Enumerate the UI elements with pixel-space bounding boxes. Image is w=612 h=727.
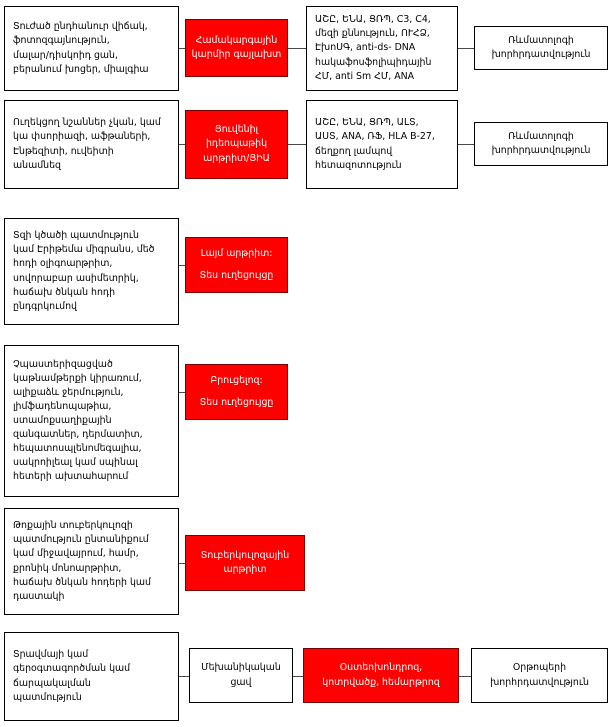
referral-text: Ռևմատոլոգի խորհրդատվություն [491,34,591,60]
findings-box-lyme: Տզի կծածի պատմություն կամ Էրիթեմա միգրան… [4,218,179,325]
findings-text: Ուղեկցող նշաններ չկան, կամ կա փսորիազի, … [13,117,161,171]
findings-text: Տրավմայի կամ գերօգտագործման կամ ճարպակալ… [13,649,131,703]
diagnosis-box-brucellosis: Բրուցելոզ: Տես ուղեցույցը [185,364,288,420]
findings-box-jia: Ուղեկցող նշաններ չկան, կամ կա փսորիազի, … [4,100,179,189]
connector-findings-to-diagnosis-brucellosis [179,392,185,393]
connector-diagnosis-to-workup-jia [288,144,306,145]
referral-text: Ռևմատոլոգի խորհրդատվություն [491,130,591,156]
diagnosis-box-lyme: Լայմ արթրիտ: Տես ուղեցույցը [185,237,288,293]
referral-box-jia: Ռևմատոլոգի խորհրդատվություն [474,122,608,166]
diagnosis-text: Մեխանիկական ցավ [201,662,281,688]
referral-text: Օրթոպերի խորհրդատվություն [490,662,589,688]
connector-workup-to-referral-sle [458,48,474,49]
findings-text: Չպաստերիզացված կաթնամթերքի կիրառում, ալի… [13,358,143,483]
diagnosis-box-tuberculosis: Տուբերկուլոզային արթրիտ [185,535,305,591]
findings-box-tuberculosis: Թոքային տուբերկուլոզի պատմություն ընտանի… [4,508,179,615]
referral-box-sle: Ռևմատոլոգի խորհրդատվություն [474,26,608,70]
diagnosis-text: Տուբերկուլոզային արթրիտ [200,549,290,575]
diagnosis-text: Լայմ արթրիտ: Տես ուղեցույցը [199,248,274,281]
workup-text: ԱՇԸ, ԵՆԱ, ՑՌՊ, ԱԼՏ, ԱՍՏ, ANA, ՌՖ, HLA B-… [315,117,435,171]
diagnosis-box-jia: Յուվենիլ իդեոպաթիկ արթրիտ/ՅԻԱ [185,110,288,179]
findings-text: Տզի կծածի պատմություն կամ Էրիթեմա միգրան… [13,230,155,312]
diagnosis-text: Համակարգային կարմիր գայլախտ [191,34,282,60]
connector-findings-to-diagnosis-mechanical [179,676,189,677]
diagnosis-box-mechanical: Մեխանիկական ցավ [189,648,293,703]
connector-findings-to-diagnosis-lyme [179,265,185,266]
findings-text: Թոքային տուբերկուլոզի պատմություն ընտանի… [13,520,151,602]
workup-box-jia: ԱՇԸ, ԵՆԱ, ՑՌՊ, ԱԼՏ, ԱՍՏ, ANA, ՌՖ, HLA B-… [306,100,458,189]
workup-text: ԱՇԸ, ԵՆԱ, ՑՌՊ, C3, C4, մեզի քննություն, … [315,14,432,82]
diagnosis-text: Բրուցելոզ: Տես ուղեցույցը [199,375,274,408]
findings-box-sle: Տուժած ընդհանուր վիճակ, ֆոտոզգայնություն… [4,6,179,91]
connector-diagnosis-to-workup-sle [288,48,306,49]
workup-box-sle: ԱՇԸ, ԵՆԱ, ՑՌՊ, C3, C4, մեզի քննություն, … [306,6,458,91]
findings-box-brucellosis: Չպաստերիզացված կաթնամթերքի կիրառում, ալի… [4,345,179,497]
workup-box-mechanical: Օստեոխոնդրոզ, կոտրվածք, հեմարթրոզ [303,648,459,703]
connector-findings-to-diagnosis-sle [179,48,185,49]
connector-diagnosis-to-workup-mechanical [293,676,303,677]
connector-workup-to-referral-mechanical [459,676,471,677]
referral-box-mechanical: Օրթոպերի խորհրդատվություն [471,648,608,703]
findings-text: Տուժած ընդհանուր վիճակ, ֆոտոզգայնություն… [13,21,149,75]
diagnosis-text: Յուվենիլ իդեոպաթիկ արթրիտ/ՅԻԱ [203,124,270,164]
connector-findings-to-diagnosis-jia [179,144,185,145]
connector-findings-to-diagnosis-tuberculosis [179,563,185,564]
diagnosis-box-sle: Համակարգային կարմիր գայլախտ [185,19,288,77]
workup-text: Օստեոխոնդրոզ, կոտրվածք, հեմարթրոզ [322,662,440,688]
findings-box-mechanical: Տրավմայի կամ գերօգտագործման կամ ճարպակալ… [4,632,179,721]
connector-workup-to-referral-jia [458,144,474,145]
